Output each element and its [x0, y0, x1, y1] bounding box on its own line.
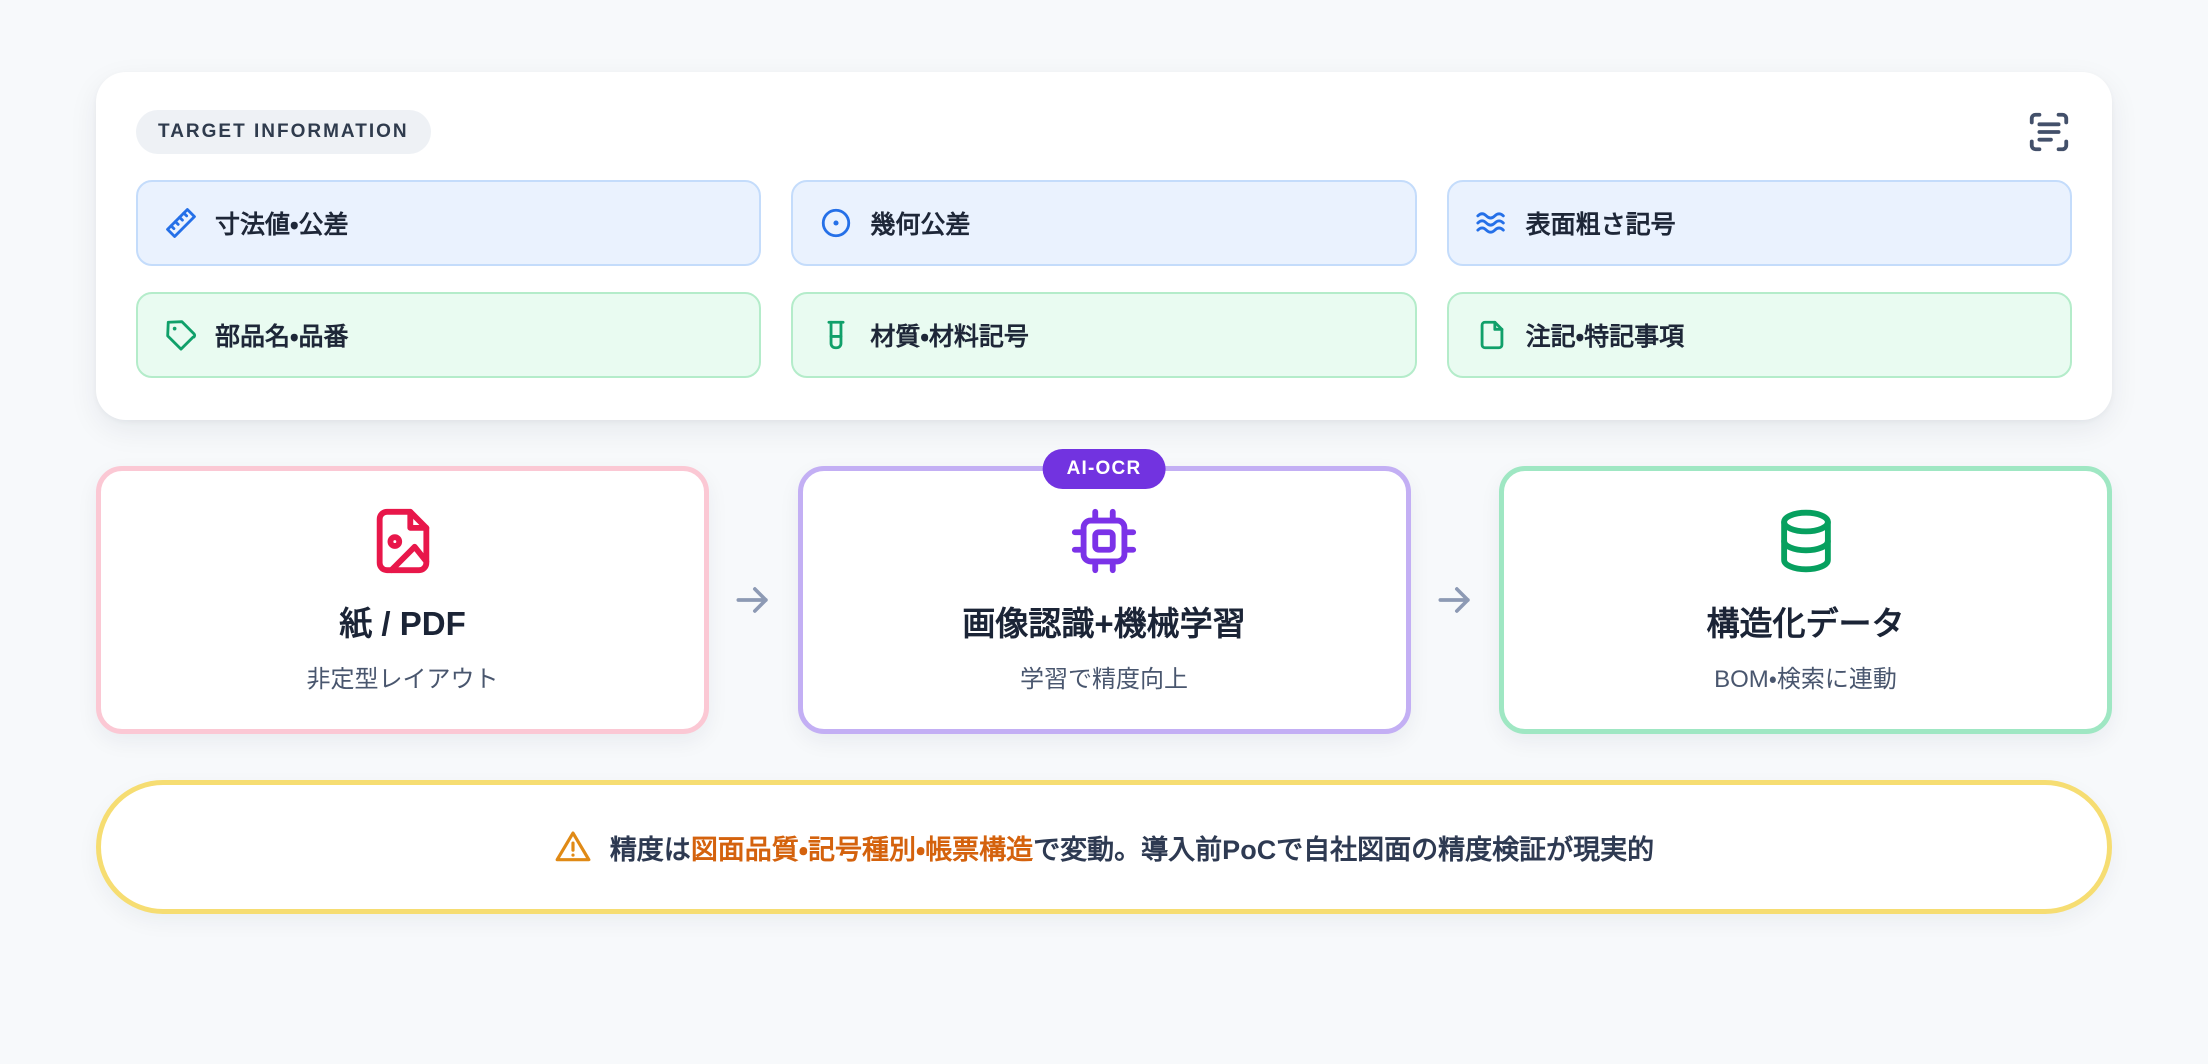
chip-material-symbol[interactable]: 材質・材料記号 [791, 292, 1417, 378]
target-dot-icon [819, 206, 853, 240]
flow-step-title: 紙 / PDF [339, 605, 466, 643]
file-image-icon [368, 506, 438, 606]
chip-label: 部品名・品番 [215, 323, 349, 351]
chip-part-name-number[interactable]: 部品名・品番 [136, 292, 762, 378]
target-chip-grid: 寸法値・公差 幾何公差 [136, 180, 2072, 378]
scan-text-icon [2026, 109, 2072, 155]
warning-prefix: 精度は [609, 834, 691, 865]
flow-step-title: 画像認識+機械学習 [962, 605, 1246, 643]
flow-step-subtitle: 学習で精度向上 [1020, 665, 1188, 693]
chip-surface-roughness[interactable]: 表面粗さ記号 [1446, 180, 2072, 266]
chip-label: 寸法値・公差 [215, 211, 349, 239]
chip-label: 表面粗さ記号 [1525, 211, 1676, 239]
target-information-panel: TARGET INFORMATION [96, 72, 2112, 420]
cpu-chip-icon [1069, 506, 1139, 606]
chip-label: 材質・材料記号 [870, 323, 1029, 351]
process-flow: 紙 / PDF 非定型レイアウト AI-OCR 画像認識+ [96, 449, 2112, 734]
waves-icon [1475, 206, 1509, 240]
warning-highlight: 図面品質・記号種別・帳票構造 [690, 834, 1034, 865]
flow-step-subtitle: BOM・検索に連動 [1714, 665, 1897, 693]
panel-header: TARGET INFORMATION [136, 106, 2072, 158]
arrow-right-icon-2 [1411, 578, 1500, 622]
flow-step-image-recognition-ml[interactable]: AI-OCR 画像認識+機械学習 学習で精度向上 [797, 449, 1411, 734]
test-tube-icon [819, 318, 853, 352]
flow-step-paper-pdf[interactable]: 紙 / PDF 非定型レイアウト [96, 466, 709, 734]
warning-triangle-icon [554, 828, 592, 866]
tag-icon [164, 318, 198, 352]
file-icon [1475, 318, 1509, 352]
flow-step-subtitle: 非定型レイアウト [306, 665, 499, 693]
warning-suffix: で変動。導入前PoCで自社図面の精度検証が現実的 [1033, 834, 1655, 865]
chip-geometric-tolerance[interactable]: 幾何公差 [791, 180, 1417, 266]
database-icon [1771, 506, 1841, 606]
flow-step-structured-data[interactable]: 構造化データ BOM・検索に連動 [1499, 466, 2112, 734]
flow-step-title: 構造化データ [1706, 605, 1905, 643]
chip-dimension-tolerance[interactable]: 寸法値・公差 [136, 180, 762, 266]
chip-label: 幾何公差 [870, 211, 971, 239]
ai-ocr-badge: AI-OCR [1042, 449, 1166, 489]
warning-text: 精度は図面品質・記号種別・帳票構造で変動。導入前PoCで自社図面の精度検証が現実… [610, 828, 1654, 867]
arrow-right-icon-1 [709, 578, 798, 622]
chip-label: 注記・特記事項 [1525, 323, 1685, 351]
target-information-badge: TARGET INFORMATION [136, 110, 431, 154]
accuracy-warning-bar: 精度は図面品質・記号種別・帳票構造で変動。導入前PoCで自社図面の精度検証が現実… [96, 780, 2112, 914]
chip-notes-remarks[interactable]: 注記・特記事項 [1446, 292, 2072, 378]
ruler-icon [164, 206, 198, 240]
